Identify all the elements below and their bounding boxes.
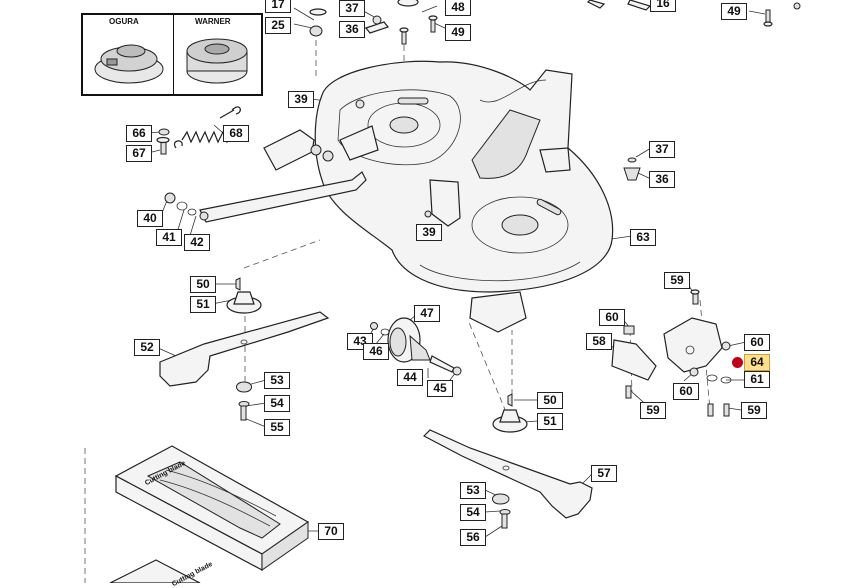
spindle-left <box>226 277 262 314</box>
callout-63[interactable]: 63 <box>630 229 656 246</box>
callout-49-right[interactable]: 49 <box>721 3 747 20</box>
callout-64-highlighted[interactable]: 64 <box>744 354 770 371</box>
bracket-64 <box>611 289 732 417</box>
callout-44[interactable]: 44 <box>397 369 423 386</box>
callout-46[interactable]: 46 <box>363 343 389 360</box>
spindle-right <box>492 393 528 433</box>
callout-53[interactable]: 53 <box>264 372 290 389</box>
callout-51-lower[interactable]: 51 <box>537 413 563 430</box>
callout-16[interactable]: 16 <box>650 0 676 12</box>
callout-50-lower[interactable]: 50 <box>537 392 563 409</box>
pulley-47 <box>370 317 462 376</box>
callout-58[interactable]: 58 <box>586 333 612 350</box>
blade-52 <box>159 311 330 421</box>
callout-50[interactable]: 50 <box>190 276 216 293</box>
hotspot-64[interactable] <box>732 357 743 368</box>
callout-17[interactable]: 17 <box>265 0 291 13</box>
ogura-brand-label: OGURA <box>109 17 139 26</box>
callout-36[interactable]: 36 <box>339 21 365 38</box>
callout-59-lower[interactable]: 59 <box>640 402 666 419</box>
callout-60[interactable]: 60 <box>599 309 625 326</box>
callout-39[interactable]: 39 <box>288 91 314 108</box>
callout-55[interactable]: 55 <box>264 419 290 436</box>
linkage-arm <box>164 171 367 223</box>
callout-41[interactable]: 41 <box>156 229 182 246</box>
callout-54-lower[interactable]: 54 <box>460 504 486 521</box>
callout-60-lower[interactable]: 60 <box>673 383 699 400</box>
blade-57 <box>422 429 593 529</box>
warner-clutch-image <box>186 38 248 84</box>
callout-40[interactable]: 40 <box>137 210 163 227</box>
spring-assembly <box>156 106 241 155</box>
callout-42[interactable]: 42 <box>184 234 210 251</box>
callout-37-right[interactable]: 37 <box>649 141 675 158</box>
blade-kit-package <box>109 445 310 583</box>
callout-59-right[interactable]: 59 <box>741 402 767 419</box>
ogura-clutch-image <box>94 44 164 84</box>
callout-66[interactable]: 66 <box>126 125 152 142</box>
top-fasteners <box>309 0 801 45</box>
callout-37[interactable]: 37 <box>339 0 365 17</box>
callout-53-lower[interactable]: 53 <box>460 482 486 499</box>
callout-59[interactable]: 59 <box>664 272 690 289</box>
mower-deck <box>263 60 614 333</box>
kit-divider <box>173 15 174 94</box>
callout-60-right[interactable]: 60 <box>744 334 770 351</box>
callout-36-right[interactable]: 36 <box>649 171 675 188</box>
callout-67[interactable]: 67 <box>126 145 152 162</box>
callout-56[interactable]: 56 <box>460 529 486 546</box>
callout-70[interactable]: 70 <box>318 523 344 540</box>
callout-57[interactable]: 57 <box>591 465 617 482</box>
callout-25[interactable]: 25 <box>265 17 291 34</box>
callout-52[interactable]: 52 <box>134 339 160 356</box>
warner-brand-label: WARNER <box>195 17 231 26</box>
callout-68[interactable]: 68 <box>223 125 249 142</box>
clutch-variant-box: OGURA WARNER <box>81 13 263 96</box>
bracket-37-36 <box>424 157 641 218</box>
callout-45[interactable]: 45 <box>427 380 453 397</box>
callout-47[interactable]: 47 <box>414 305 440 322</box>
callout-48[interactable]: 48 <box>445 0 471 16</box>
callout-54[interactable]: 54 <box>264 395 290 412</box>
callout-39-lower[interactable]: 39 <box>416 224 442 241</box>
callout-49[interactable]: 49 <box>445 24 471 41</box>
callout-61[interactable]: 61 <box>744 371 770 388</box>
callout-51[interactable]: 51 <box>190 296 216 313</box>
